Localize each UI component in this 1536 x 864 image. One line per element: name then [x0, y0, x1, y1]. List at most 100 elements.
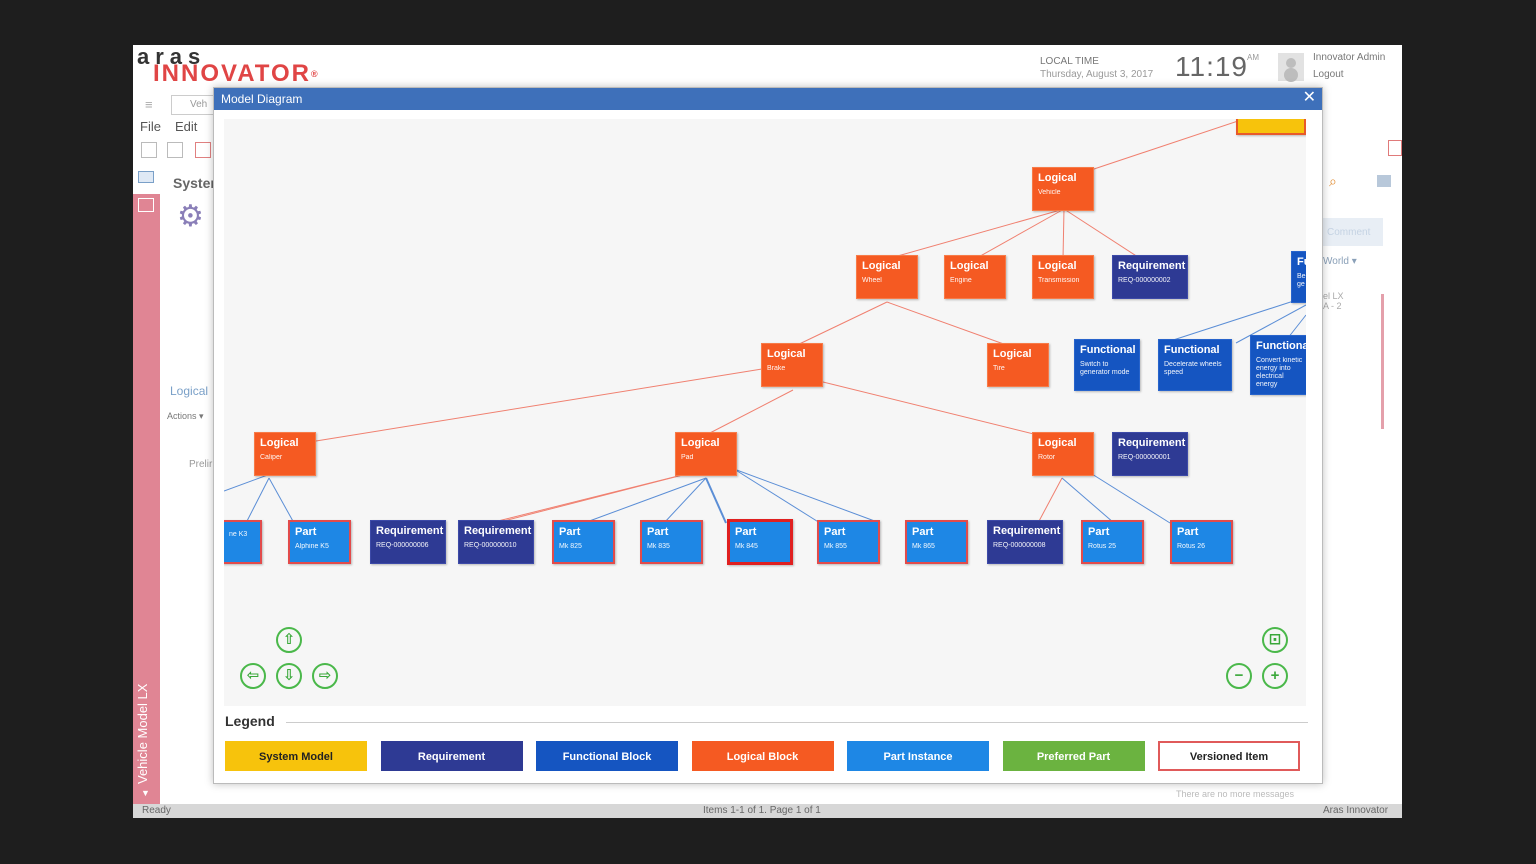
search-icon[interactable]: ⌕ — [1329, 173, 1337, 189]
node-name: Mk 835 — [647, 543, 670, 550]
close-panel-icon[interactable] — [1388, 140, 1402, 156]
node-name: Vehicle — [1038, 189, 1061, 196]
logo-innovator: INNOVATOR® — [153, 62, 320, 86]
node-type: Logical — [950, 260, 989, 272]
node-type: Logical — [1038, 437, 1077, 449]
node-part-k3[interactable]: ne K3 — [224, 520, 262, 564]
no-more-messages: There are no more messages — [1176, 789, 1295, 799]
logical-link[interactable]: Logical — [170, 384, 209, 398]
left-sidebar-strip: Vehicle Model LX ▼ — [133, 194, 160, 804]
app-header: aras INNOVATOR® LOCAL TIME Thursday, Aug… — [133, 45, 1402, 89]
image-icon[interactable] — [138, 171, 154, 183]
node-name: Transmission — [1038, 277, 1080, 284]
node-name: Be ge — [1297, 273, 1306, 288]
edge — [1037, 477, 1063, 524]
pan-right-button[interactable]: ⇨ — [312, 663, 338, 689]
node-type: Functional — [1256, 340, 1306, 352]
new-icon[interactable] — [141, 142, 157, 158]
edge — [1062, 208, 1065, 260]
world-dropdown[interactable]: World ▾ — [1323, 256, 1357, 267]
legend-item: Preferred Part — [1002, 741, 1145, 771]
actions-menu[interactable]: Actions ▾ — [167, 411, 204, 421]
node-part-mk865[interactable]: Part Mk 865 — [905, 520, 968, 564]
user-name: Innovator Admin — [1313, 52, 1386, 63]
save-icon[interactable] — [167, 142, 183, 158]
edge — [818, 380, 1063, 442]
node-type: Part — [1088, 526, 1110, 538]
grid-icon[interactable] — [1377, 175, 1391, 187]
hamburger-icon[interactable]: ≡ — [145, 97, 153, 112]
pan-left-button[interactable]: ⇦ — [240, 663, 266, 689]
logout-link[interactable]: Logout — [1313, 69, 1344, 80]
edge — [583, 477, 707, 524]
node-functional-convert[interactable]: FunctionalConvert kinetic energy into el… — [1250, 335, 1306, 395]
node-type: Part — [912, 526, 934, 538]
menu-file[interactable]: File — [140, 119, 161, 134]
local-date: Thursday, August 3, 2017 — [1040, 69, 1154, 80]
node-type: Requirement — [464, 525, 532, 537]
node-functional-cut[interactable]: FuBe ge — [1291, 251, 1306, 303]
legend-item: Part Instance — [847, 741, 989, 771]
pan-up-button[interactable]: ⇧ — [276, 627, 302, 653]
status-items: Items 1-1 of 1. Page 1 of 1 — [703, 805, 821, 816]
model-diagram-dialog: Model Diagram ✕ — [213, 87, 1323, 784]
comment-button[interactable]: Comment — [1323, 218, 1383, 246]
chevron-down-icon[interactable]: ▼ — [141, 788, 150, 798]
close-icon[interactable]: ✕ — [1302, 89, 1316, 106]
node-name: Brake — [767, 365, 786, 372]
diagram-edges — [224, 119, 1306, 532]
system-model-node[interactable] — [1236, 119, 1306, 135]
edge — [705, 389, 794, 436]
node-name: Switch to generator mode — [1080, 361, 1130, 376]
zoom-in-button[interactable]: + — [1262, 663, 1288, 689]
node-type: Logical — [260, 437, 299, 449]
edge — [733, 468, 821, 524]
node-type: Logical — [767, 348, 806, 360]
delete-icon[interactable] — [195, 142, 211, 158]
node-name: Mk 865 — [912, 543, 935, 550]
fit-view-button[interactable]: ⊡ — [1262, 627, 1288, 653]
node-name: Rotor — [1038, 454, 1056, 461]
node-name: Alphine K5 — [295, 543, 329, 550]
pan-down-button[interactable]: ⇩ — [276, 663, 302, 689]
edge — [663, 477, 707, 524]
menu-edit[interactable]: Edit — [175, 119, 198, 134]
status-ready: Ready — [142, 805, 171, 816]
node-type: Requirement — [376, 525, 444, 537]
node-type: Requirement — [993, 525, 1061, 537]
clock-time: 11:19 — [1175, 51, 1248, 82]
node-name: Engine — [950, 277, 972, 284]
edge — [315, 368, 763, 442]
logo-reg-mark: ® — [311, 69, 320, 79]
node-type: Part — [559, 526, 581, 538]
picture-icon[interactable] — [138, 198, 154, 212]
zoom-out-button[interactable]: − — [1226, 663, 1252, 689]
section-title: Syster — [173, 175, 216, 191]
item-lx-text: el LX — [1323, 291, 1344, 301]
avatar-icon[interactable] — [1278, 53, 1304, 81]
